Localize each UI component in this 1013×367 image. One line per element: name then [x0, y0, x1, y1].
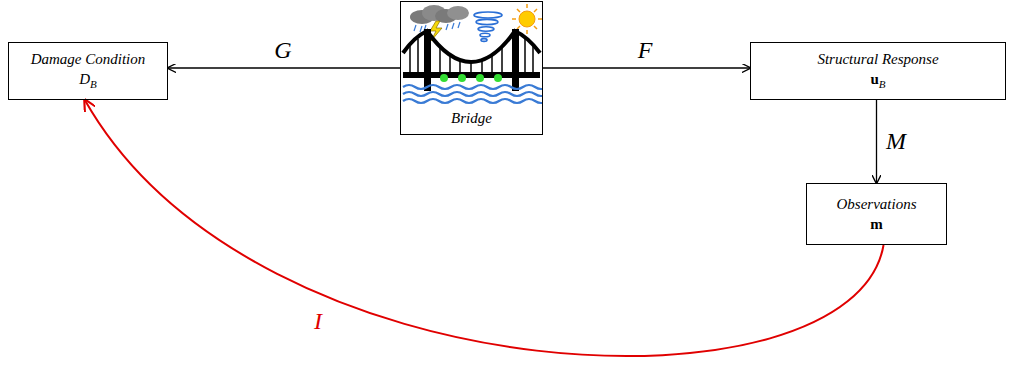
- response-box: Structural ResponseuB: [750, 42, 1006, 100]
- symbol-text: uB: [870, 69, 885, 94]
- box-title: Observations: [837, 194, 917, 214]
- mapping-arrow: [876, 100, 877, 183]
- box-title: Bridge: [451, 108, 492, 128]
- symbol-text: DB: [79, 69, 97, 94]
- bridge-illustration: [400, 1, 543, 111]
- box-title: Structural Response: [817, 49, 938, 69]
- operator-label: I: [314, 308, 322, 334]
- operator-label: M: [886, 128, 906, 154]
- suspension-bridge: [403, 29, 540, 91]
- tornado: [474, 12, 502, 41]
- operator-label: G: [274, 37, 291, 63]
- bridge-box: Bridge: [400, 1, 543, 135]
- mapping-arrow: [543, 67, 750, 68]
- observation-box: Observationsm: [806, 183, 947, 245]
- operator-label: F: [638, 37, 653, 63]
- box-title: Damage Condition: [31, 49, 146, 69]
- inference-arrow: [85, 100, 884, 356]
- water-waves: [403, 85, 543, 103]
- state-box: Damage ConditionDB: [8, 42, 168, 100]
- mapping-arrow: [168, 67, 400, 68]
- symbol-text: m: [870, 214, 883, 234]
